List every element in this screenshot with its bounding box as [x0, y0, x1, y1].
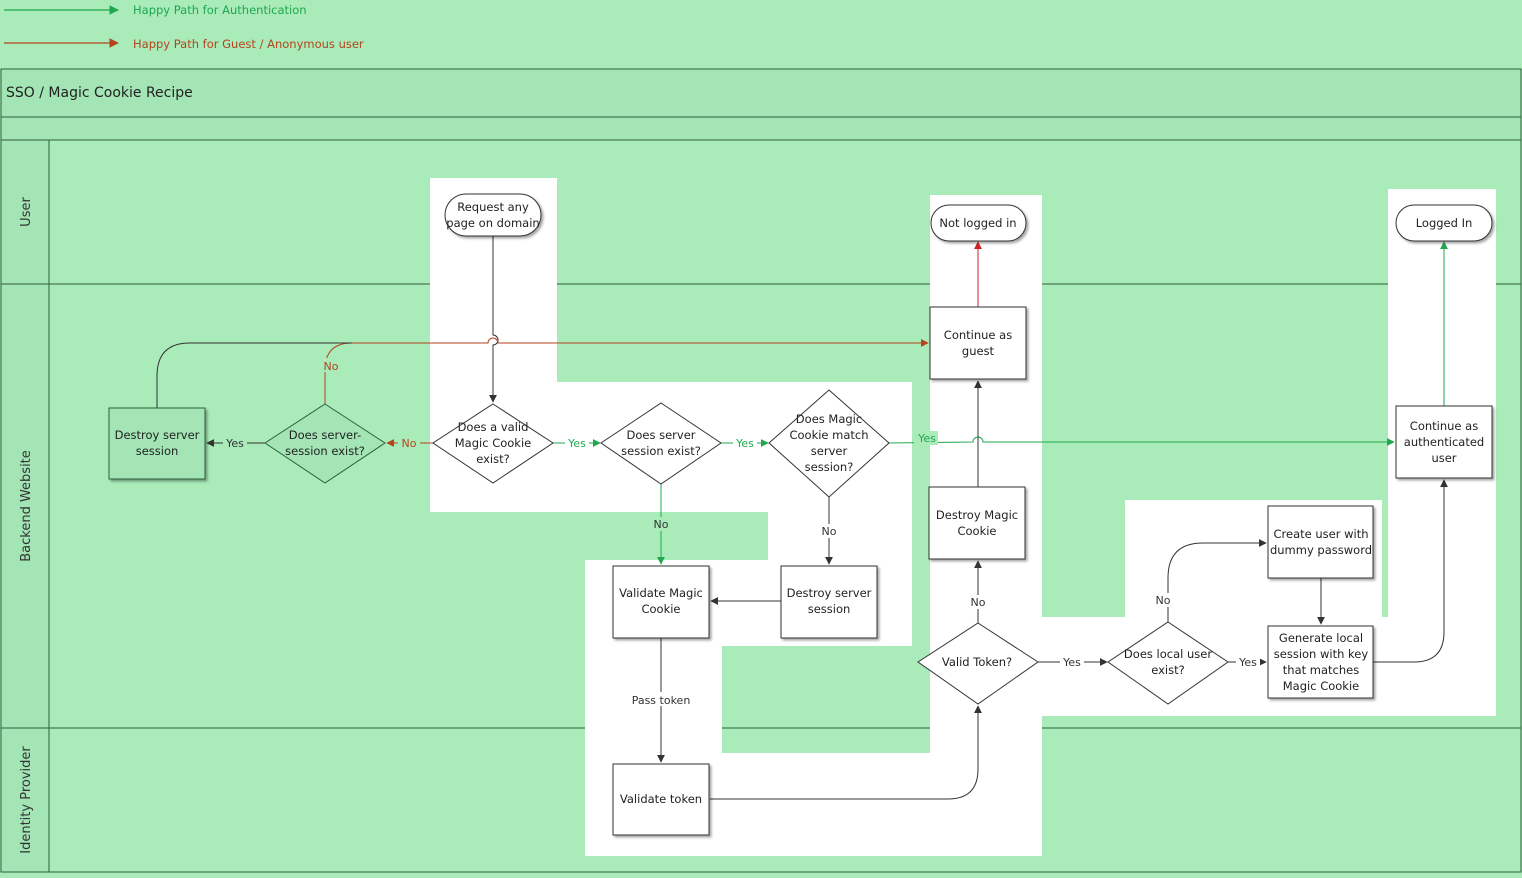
label-left-yes: Yes	[225, 437, 244, 450]
legend-guest-label: Happy Path for Guest / Anonymous user	[133, 37, 364, 51]
edge-local-no	[1167, 539, 1267, 622]
node-destroy-cookie	[928, 486, 1026, 560]
node-server-session-exist-left	[264, 403, 386, 484]
node-valid-token	[917, 622, 1039, 705]
diagram-title: SSO / Magic Cookie Recipe	[6, 85, 193, 101]
label-local-no: No	[1156, 594, 1171, 607]
nodes	[108, 193, 1493, 836]
node-continue-auth	[1395, 405, 1493, 479]
node-request	[444, 193, 542, 237]
label-cookie-yes: Yes	[567, 437, 586, 450]
node-cookie-match	[768, 389, 890, 498]
label-token-no: No	[971, 596, 986, 609]
edge-request-to-cookie	[489, 236, 499, 403]
swimlane-frame	[0, 68, 1522, 873]
legend-auth-label: Happy Path for Authentication	[133, 3, 307, 17]
node-label-valid-token: Valid Token?	[942, 655, 1012, 669]
legend: Happy Path for Authentication Happy Path…	[4, 3, 364, 51]
label-session-no: No	[654, 518, 669, 531]
edge-generate-to-auth	[1373, 479, 1448, 663]
highlight-regions	[430, 178, 1496, 856]
node-destroy-session-left	[108, 407, 206, 480]
label-local-yes: Yes	[1238, 656, 1257, 669]
label-cookie-no: No	[402, 437, 417, 450]
node-local-user	[1107, 621, 1229, 705]
label-session-yes: Yes	[735, 437, 754, 450]
highlight-region-b	[930, 189, 1496, 720]
node-destroy-session-mid	[780, 565, 878, 639]
node-not-logged-in	[930, 204, 1027, 242]
lane-label-backend: Backend Website	[19, 450, 34, 562]
node-continue-guest	[929, 306, 1027, 380]
label-pass-token: Pass token	[632, 694, 691, 707]
node-validate-cookie	[612, 565, 710, 639]
label-left-no: No	[324, 360, 339, 373]
lane-label-user: User	[19, 197, 34, 227]
node-create-user	[1267, 505, 1374, 579]
node-label-server-session-exist-left: Does server-session exist?	[285, 428, 365, 458]
node-generate-session	[1267, 625, 1374, 699]
edge-labels: No No Yes Yes Yes Yes No No Pass token N…	[223, 358, 1260, 707]
label-token-yes: Yes	[1062, 656, 1081, 669]
node-label-logged-in: Logged In	[1416, 216, 1473, 230]
title-band	[0, 68, 1522, 118]
highlight-region-a	[430, 178, 1042, 856]
node-server-session-exist	[600, 402, 722, 485]
sub-band	[0, 116, 1522, 141]
node-label-validate-token: Validate token	[620, 792, 702, 806]
node-label-not-logged-in: Not logged in	[939, 216, 1016, 230]
label-match-no: No	[822, 525, 837, 538]
lane-label-idp: Identity Provider	[19, 746, 34, 854]
node-logged-in	[1395, 204, 1493, 242]
node-validate-token	[612, 763, 710, 836]
edge-destroy-to-top	[156, 342, 352, 408]
edge-token-return	[710, 705, 982, 800]
node-valid-cookie	[432, 403, 554, 484]
label-match-yes: Yes	[917, 432, 936, 445]
